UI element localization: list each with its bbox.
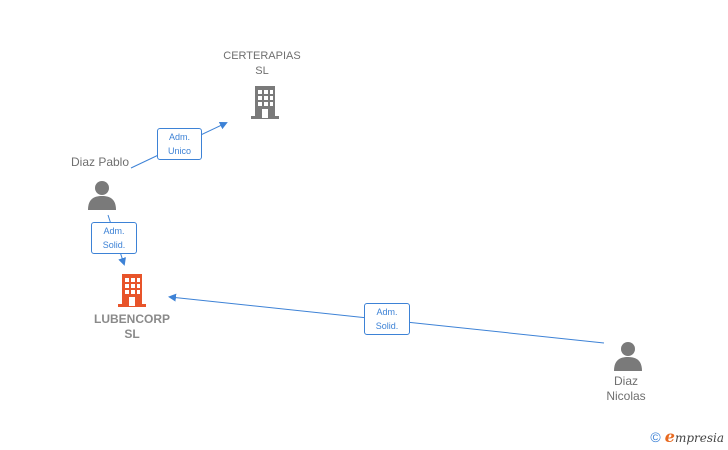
building-focus-icon[interactable] [116,272,148,308]
edge-role-line2: Solid. [375,321,399,331]
person-icon[interactable] [86,179,118,211]
company-name-line1: LUBENCORP [93,312,170,326]
edge-label-adm-solid-nicolas: Adm. Solid. [364,303,410,335]
brand-logo: empresia [665,427,724,446]
edge-label-adm-solid-pablo: Adm. Solid. [91,222,137,254]
company-name-line2: SL [255,65,269,77]
company-certerapias-label[interactable]: CERTERAPIAS SL [212,49,312,79]
person-diaz-pablo-label[interactable]: Diaz Pablo [70,155,130,169]
person-icon[interactable] [612,340,644,372]
company-name-line2: SL [124,327,140,341]
edge-role-line1: Adm. [376,307,398,317]
person-diaz-nicolas-label[interactable]: Diaz Nicolas [586,374,666,404]
brand-footer[interactable]: © empresia [650,427,724,446]
company-lubencorp-label[interactable]: LUBENCORP SL [82,312,182,342]
edge-label-adm-unico: Adm. Unico [157,128,202,160]
edge-role-line2: Solid. [102,240,126,250]
edge-role-line2: Unico [167,146,191,156]
building-icon[interactable] [249,84,281,120]
person-name-line1: Diaz [613,374,638,388]
edge-role-line1: Adm. [103,226,125,236]
copyright-icon: © [650,428,661,445]
person-name-line2: Nicolas [606,389,646,403]
brand-logo-initial: e [664,427,675,446]
edge-role-line1: Adm. [168,132,190,142]
brand-logo-text: mpresia [674,431,724,445]
company-name-line1: CERTERAPIAS [223,50,301,62]
